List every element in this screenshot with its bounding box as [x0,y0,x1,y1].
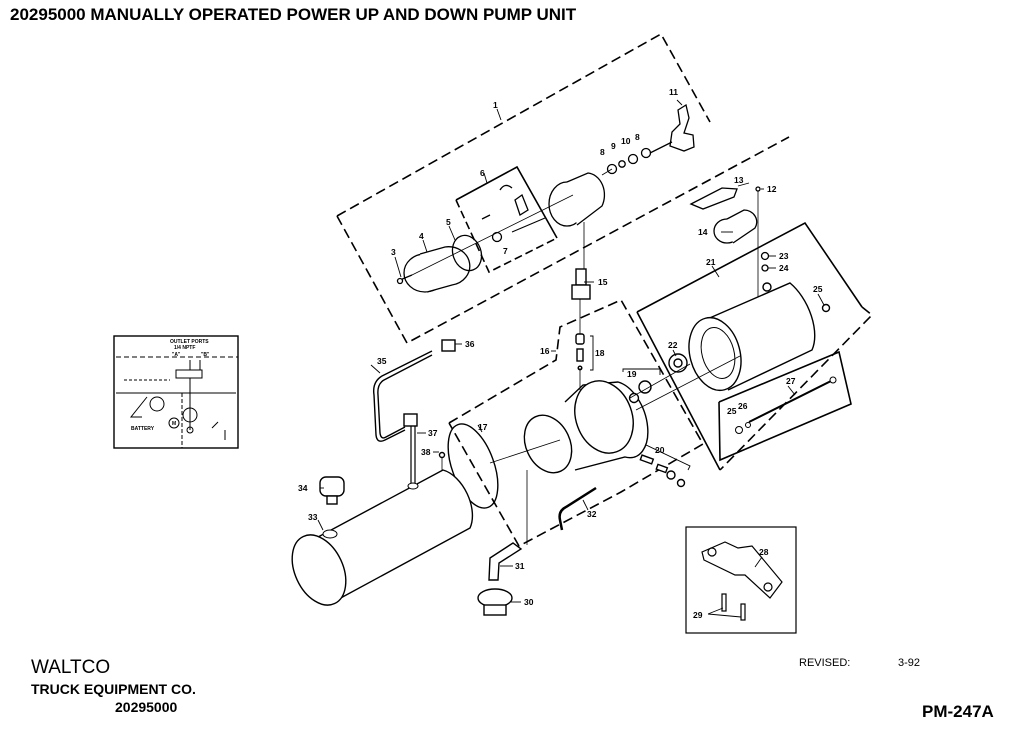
schematic-box [113,335,239,449]
callout-38: 38 [421,447,431,457]
callout-33: 33 [308,512,318,522]
schematic-port-b: "B" [201,352,210,358]
washer-24 [761,264,769,272]
screw-12 [755,186,761,192]
revised-label: REVISED: [799,657,851,669]
nut-25 [735,426,743,434]
relief-valve-15 [575,268,587,286]
handle-11 [669,103,695,152]
schematic-outlet-ports: OUTLET PORTS [170,339,209,345]
callout-12: 12 [767,184,777,194]
pump-assembly-16-box [448,298,705,548]
page-title: 20295000 MANUALLY OPERATED POWER UP AND … [10,5,577,24]
callout-27: 27 [786,376,796,386]
assembly-1-box [336,32,790,345]
valve-7 [491,231,503,243]
lockwasher-26 [745,422,751,428]
callout-22: 22 [668,340,678,350]
elbow-36 [441,339,456,352]
callout-6: 6 [480,168,485,178]
callout-32: 32 [587,509,597,519]
tie-rod-27 [748,379,834,423]
callout-36: 36 [465,339,475,349]
spacer-9 [618,160,626,168]
o-ring-17 [447,423,499,509]
elbow-37 [403,413,418,427]
callout-15: 15 [598,277,608,287]
drain-plug-30 [477,588,513,608]
breather-34 [319,476,345,497]
callout-4: 4 [419,231,424,241]
callout-16: 16 [540,346,550,356]
schematic-motor: M [172,421,176,427]
callout-24: 24 [779,263,789,273]
bearing-19 [638,380,652,394]
revised-value: 3-92 [898,657,921,669]
schematic-port-a: "A" [172,352,181,358]
callout-21: 21 [706,257,716,267]
callout-35: 35 [377,356,387,366]
return-tube-32 [558,486,597,531]
mounting-bracket-28 [701,541,783,621]
callout-13: 13 [734,175,744,185]
bracket-13 [689,187,738,210]
pump-symbol [182,407,198,423]
washer-8b [640,147,652,159]
callout-10: 10 [621,136,631,146]
seal-19 [628,392,640,404]
motor-symbol [168,417,180,429]
callout-7: 7 [503,246,508,256]
callout-14: 14 [698,227,708,237]
callout-31: 31 [515,561,525,571]
assembly-6-box [455,165,558,274]
switch-symbol [149,396,165,412]
callout-34: 34 [298,483,308,493]
reservoir-33 [304,469,474,601]
footer-part-number: 20295000 [115,699,178,715]
callout-29: 29 [693,610,703,620]
callout-23: 23 [779,251,789,261]
bracket-28-box [685,526,797,634]
page-code: PM-247A [922,702,994,721]
callout-8: 8 [600,147,605,157]
callout-25b: 25 [727,406,737,416]
bolt-29 [721,593,727,612]
callout-8b: 8 [635,132,640,142]
callout-26: 26 [738,401,748,411]
check-valve-18 [575,333,585,345]
callout-30: 30 [524,597,534,607]
schematic-port-size: 1/4 NPTF [174,345,195,351]
tie-rod-box [718,350,852,462]
callout-18: 18 [595,348,605,358]
hydraulic-schematic [116,356,238,448]
o-ring-5 [451,234,483,272]
nut-23 [760,251,770,261]
callout-1: 1 [493,100,498,110]
company-subtitle: TRUCK EQUIPMENT CO. [31,681,196,697]
callout-28: 28 [759,547,769,557]
company-name: WALTCO [31,657,111,678]
suction-tube-31 [488,542,523,581]
callout-20: 20 [655,445,665,455]
callout-3: 3 [391,247,396,257]
nut-10 [627,153,639,165]
motor-assembly-21-box [636,221,874,471]
callout-5: 5 [446,217,451,227]
callout-17: 17 [478,422,488,432]
callout-37: 37 [428,428,438,438]
screw-38 [438,451,446,459]
callout-9: 9 [611,141,616,151]
callout-19: 19 [627,369,637,379]
terminal-stud [762,282,772,292]
washer-25 [821,303,831,313]
spring-20 [639,454,655,465]
tube-35 [372,350,433,442]
schematic-battery: BATTERY [131,426,155,432]
callout-11: 11 [669,87,678,97]
callout-25: 25 [813,284,823,294]
